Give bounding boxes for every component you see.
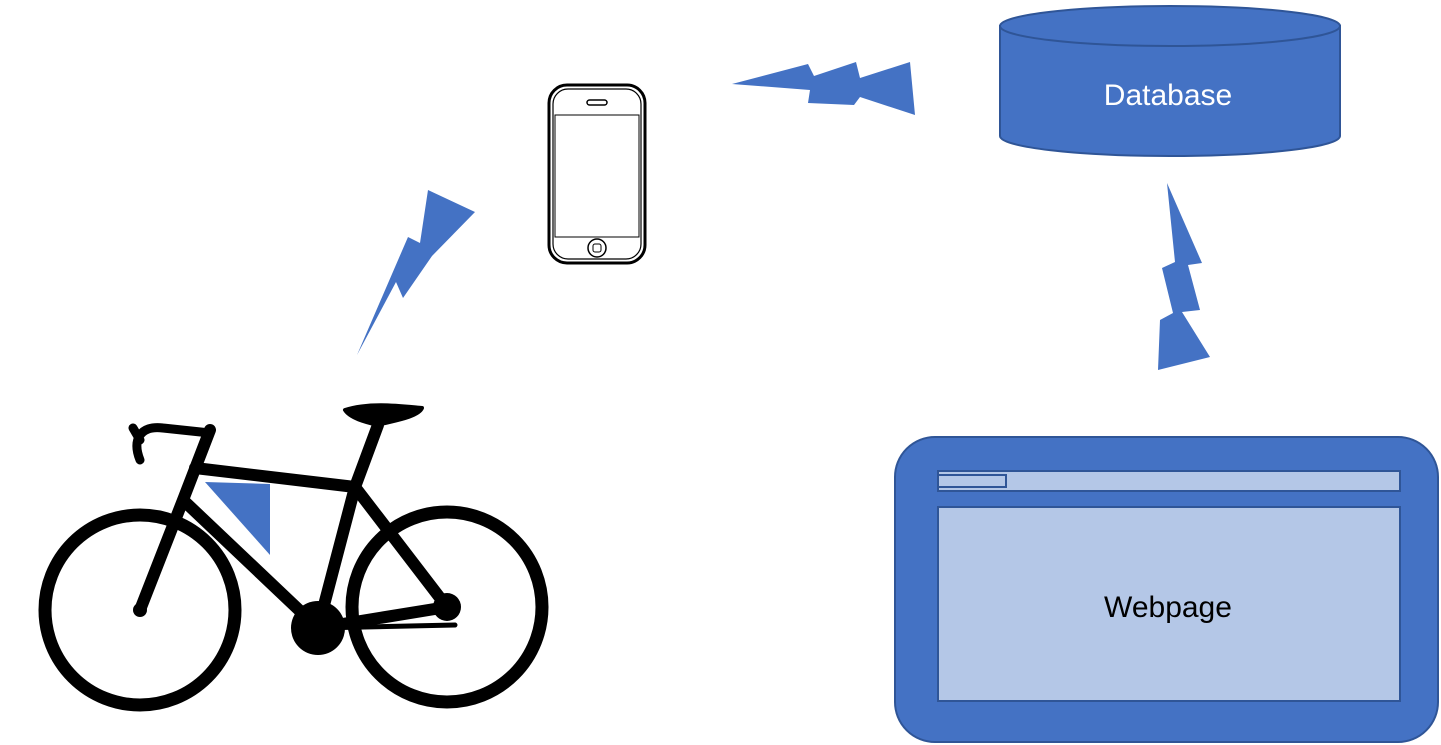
bike-saddle xyxy=(343,403,424,427)
browser-address-bar xyxy=(937,470,1401,492)
webpage-label: Webpage xyxy=(1104,591,1232,624)
front-hub xyxy=(433,593,461,621)
lightning-bolt-bike-to-phone xyxy=(357,190,475,355)
phone-screen xyxy=(554,114,640,238)
lightning-bolt-phone-to-database xyxy=(732,62,915,115)
browser-content xyxy=(937,506,1401,702)
front-wheel xyxy=(345,505,549,709)
phone-speaker xyxy=(586,99,608,106)
phone-home-button xyxy=(587,238,607,258)
browser-tab xyxy=(937,474,1007,488)
rear-hub xyxy=(133,603,147,617)
crank-disc xyxy=(291,601,345,655)
phone-body xyxy=(547,83,647,265)
bike-handlebar xyxy=(128,423,215,465)
database-top xyxy=(999,5,1341,47)
browser-window-icon: Webpage xyxy=(894,436,1439,743)
rear-wheel xyxy=(38,508,242,712)
smartphone-icon xyxy=(547,83,647,265)
phone-inner-edge xyxy=(552,88,642,260)
bicycle-icon xyxy=(38,403,549,712)
phone-home-square xyxy=(592,243,602,253)
database-body xyxy=(999,25,1341,157)
database-cylinder-icon: Database xyxy=(999,5,1341,157)
sensor-triangle xyxy=(205,482,270,555)
lightning-bolt-database-to-webpage xyxy=(1158,183,1210,370)
database-label: Database xyxy=(1104,79,1232,112)
